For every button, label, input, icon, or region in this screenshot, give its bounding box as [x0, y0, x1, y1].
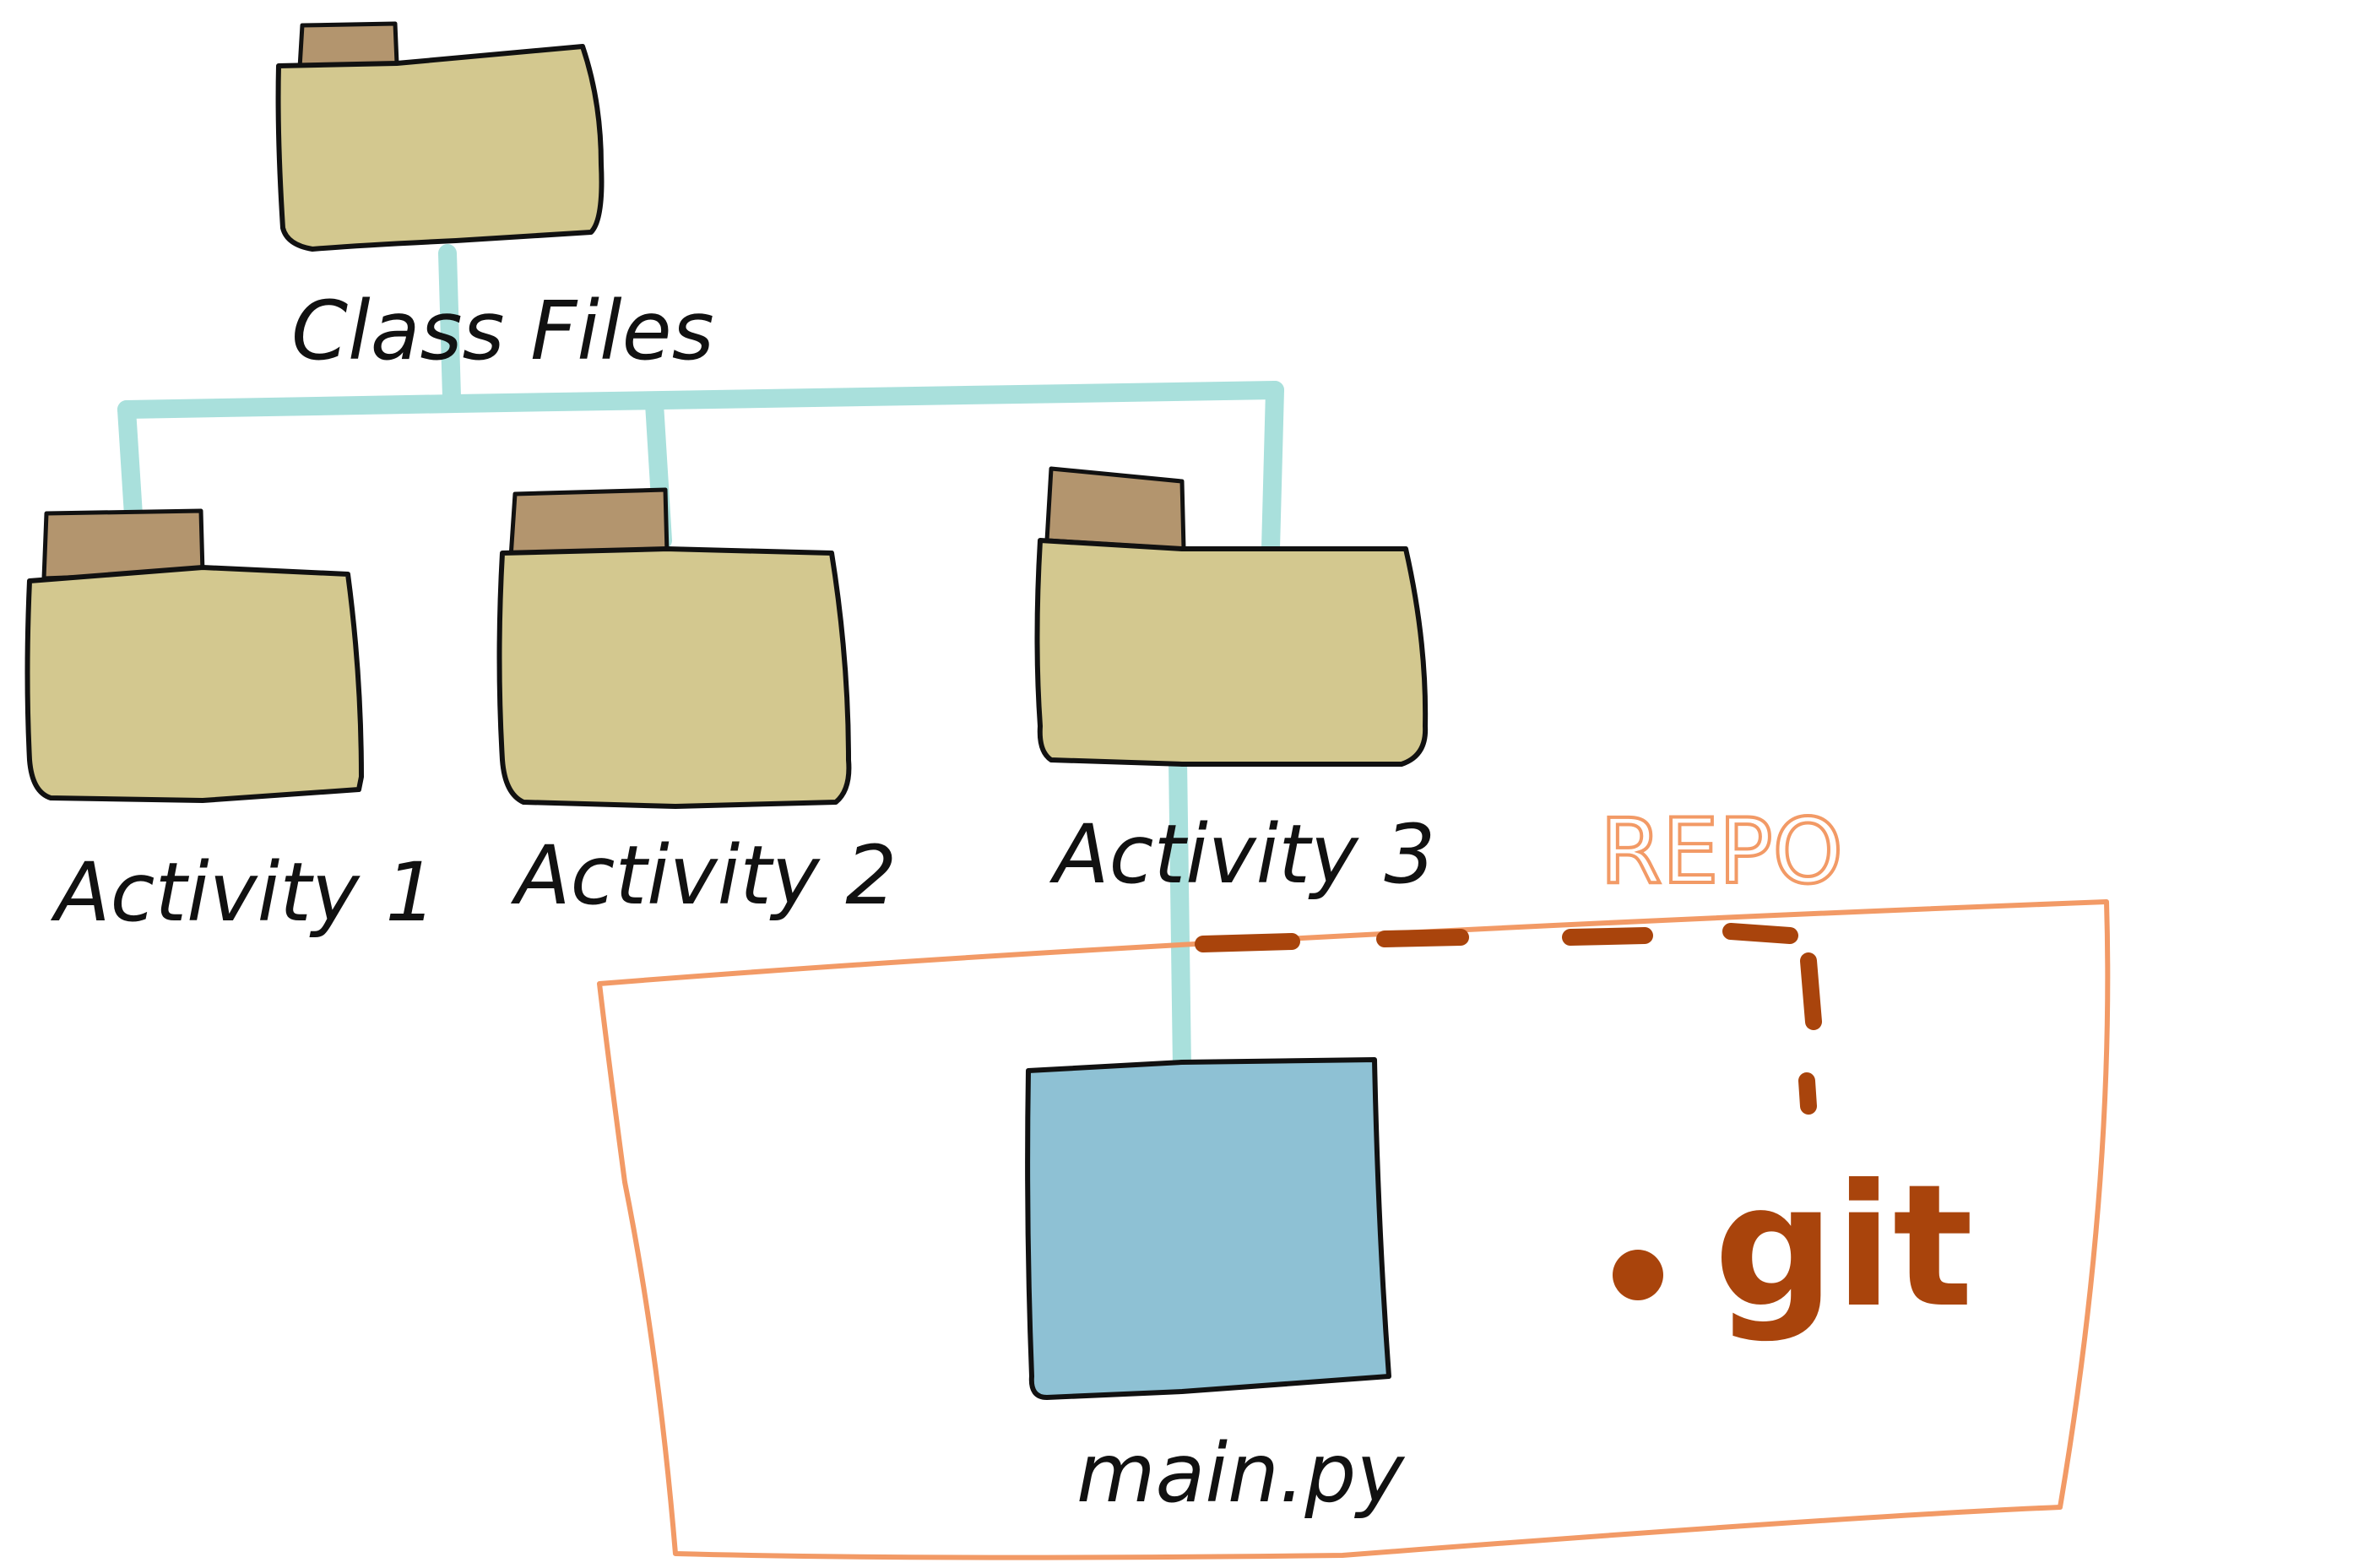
folder-label: Activity 3	[1049, 807, 1435, 902]
connector-activity1	[117, 400, 143, 524]
dash-segment	[1562, 927, 1653, 946]
folder-label: Activity 1	[50, 845, 437, 940]
connector-horizontal-bar	[117, 381, 1284, 419]
repo-label: REPO	[1600, 800, 1843, 903]
connector-root-trunk	[438, 244, 461, 406]
connector-activity3	[1261, 381, 1284, 558]
tree-connectors	[117, 244, 1284, 1077]
connector-activity3-to-main	[1169, 751, 1191, 1077]
folder-activity-2[interactable]: Activity 2	[496, 487, 897, 923]
dash-segment	[1800, 952, 1822, 1030]
folder-class-files[interactable]: Class Files	[275, 21, 714, 378]
folder-icon	[24, 565, 364, 803]
folder-label: Class Files	[291, 284, 714, 378]
folder-icon-tab	[1044, 466, 1186, 551]
folder-activity-3[interactable]: Activity 3	[1034, 466, 1436, 902]
dash-segment	[1376, 929, 1469, 947]
repo-boundary: REPO	[597, 798, 2111, 1560]
folder-icon-tab	[297, 21, 399, 70]
dash-segment	[1195, 933, 1300, 952]
dash-segment	[1722, 923, 1798, 944]
file-main-py[interactable]: main.py	[1025, 1057, 1405, 1521]
folder-icon	[1034, 538, 1429, 767]
git-dashed-link	[1195, 923, 1822, 1115]
folder-activity-1[interactable]: Activity 1	[24, 508, 437, 940]
git-folder[interactable]: git	[1613, 1148, 1973, 1345]
file-icon	[1025, 1057, 1391, 1400]
git-bullet-icon	[1613, 1250, 1663, 1300]
folder-label: Activity 2	[510, 828, 897, 923]
file-label: main.py	[1076, 1426, 1405, 1521]
folder-icon	[496, 546, 852, 809]
dash-segment	[1798, 1072, 1817, 1115]
git-label: git	[1714, 1148, 1973, 1345]
folder-icon	[275, 44, 605, 252]
repo-outline	[597, 899, 2111, 1560]
